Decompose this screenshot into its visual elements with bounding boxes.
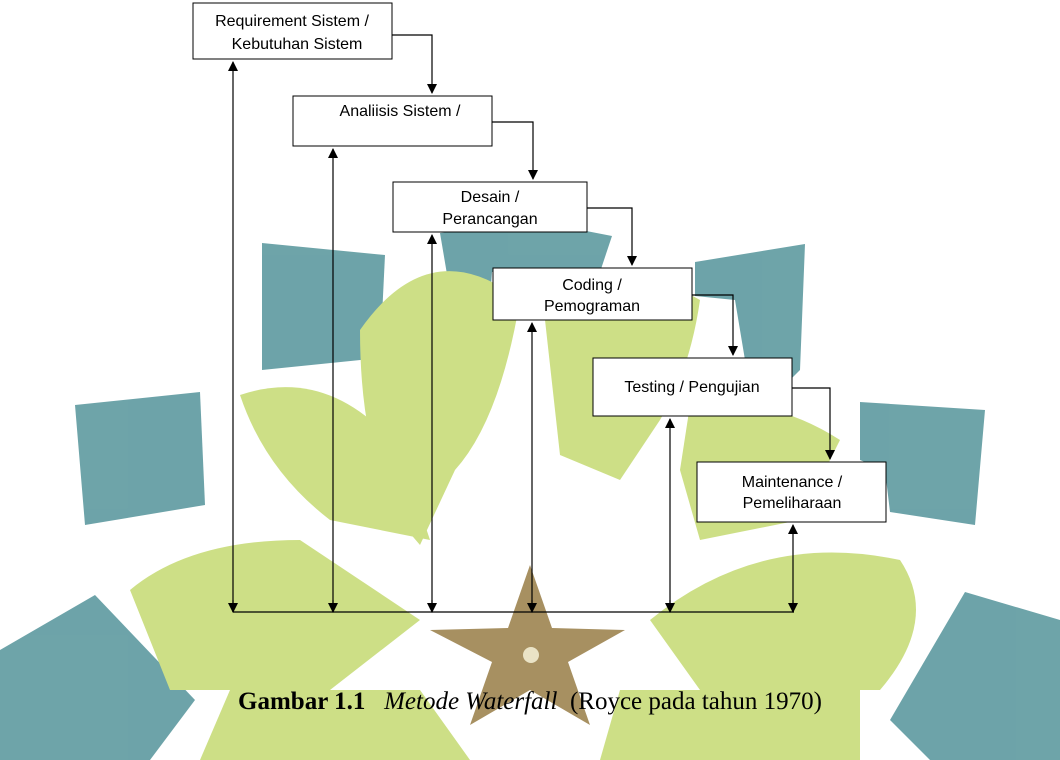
watermark-star-center — [523, 647, 539, 663]
step-box-analysis: Analiisis Sistem / — [292, 95, 493, 147]
watermark-star-shape — [430, 565, 625, 725]
watermark-green-shape — [130, 540, 420, 690]
step-label-line1: Coding / — [562, 277, 622, 294]
watermark-green-shape — [200, 690, 470, 760]
step-box-design: Desain / Perancangan — [392, 181, 588, 233]
watermark-teal-shape — [695, 244, 805, 380]
watermark-green-shape — [600, 690, 860, 760]
watermark-teal-shape — [860, 402, 985, 525]
caption-label: Gambar 1.1 — [238, 688, 366, 715]
step-label-line1: Requirement Sistem / — [215, 13, 369, 30]
cascade-arrow — [792, 387, 835, 460]
step-label-line1: Testing / Pengujian — [624, 379, 759, 396]
watermark-teal-shape — [262, 243, 385, 370]
watermark-teal-shape — [75, 392, 205, 525]
cascade-arrow — [692, 294, 738, 356]
step-box-requirement: Requirement Sistem / Kebutuhan Sistem — [192, 2, 393, 60]
step-label-line2: Kebutuhan Sistem — [232, 36, 363, 53]
watermark-teal-shape — [890, 592, 1060, 760]
step-box-testing: Testing / Pengujian — [592, 357, 793, 417]
cascade-arrow — [392, 34, 437, 94]
step-label-line1: Desain / — [461, 189, 520, 206]
watermark-teal-shape — [0, 595, 195, 760]
step-box-maintenance: Maintenance / Pemeliharaan — [696, 461, 887, 523]
step-label-line2: Perancangan — [442, 211, 537, 228]
watermark-green-shape — [240, 387, 430, 540]
step-label-line2: Pemeliharaan — [743, 495, 842, 512]
cascade-arrow — [587, 207, 637, 266]
watermark-green-shape — [650, 552, 916, 690]
step-label-line2: Pemograman — [544, 298, 640, 315]
step-box-coding: Coding / Pemograman — [492, 267, 693, 321]
step-label-line1: Maintenance / — [742, 474, 843, 491]
step-label-line1: Analiisis Sistem / — [340, 103, 461, 120]
caption-title: Metode Waterfall — [384, 688, 558, 715]
cascade-arrow — [492, 121, 538, 180]
caption-source: (Royce pada tahun 1970) — [569, 688, 822, 715]
figure-caption: Gambar 1.1 Metode Waterfall (Royce pada … — [0, 688, 1060, 716]
